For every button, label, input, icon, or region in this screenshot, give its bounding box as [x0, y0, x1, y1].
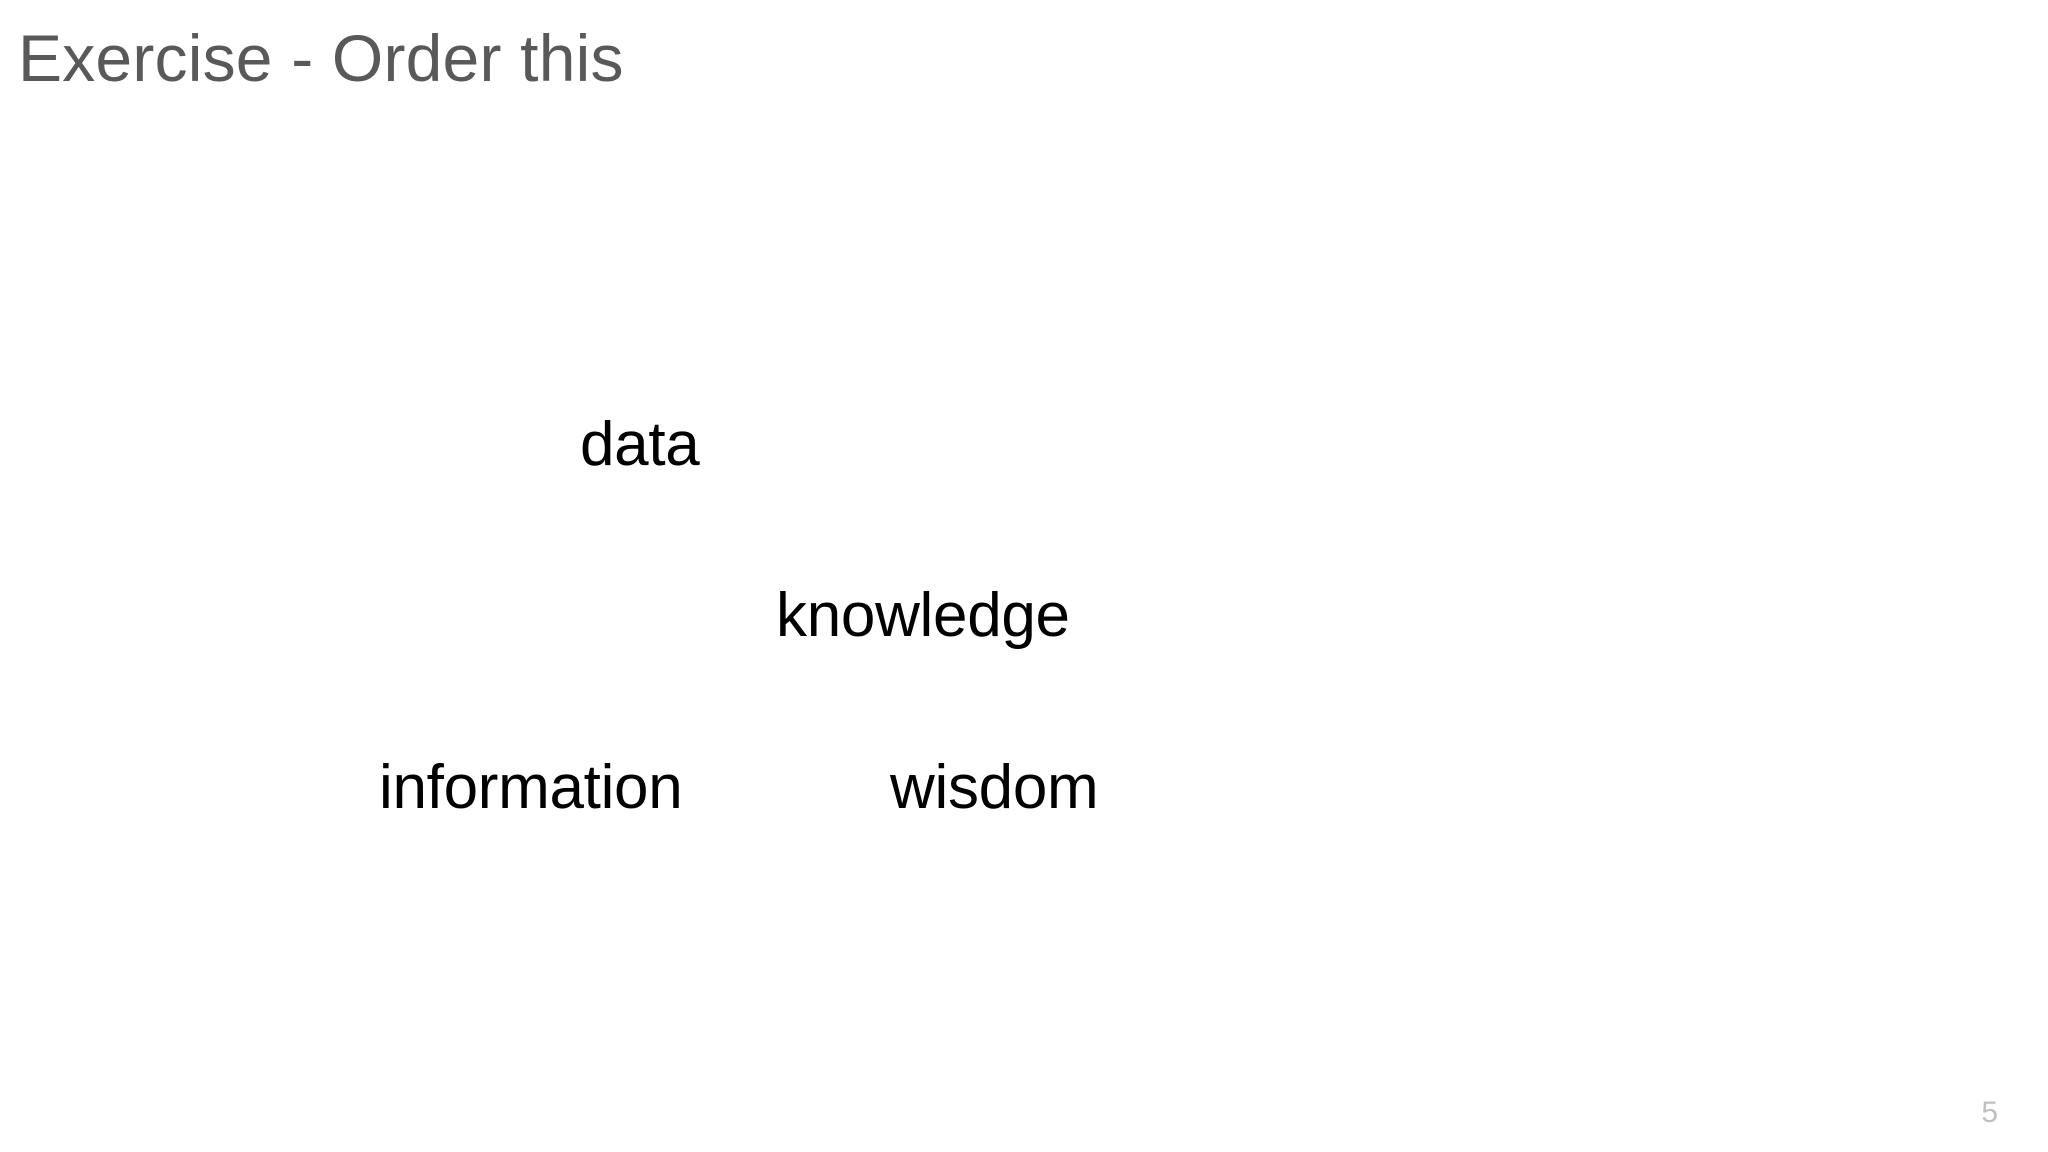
word-information[interactable]: information — [379, 753, 683, 822]
page-title: Exercise - Order this — [18, 21, 624, 95]
word-data[interactable]: data — [580, 410, 700, 479]
page-number: 5 — [1981, 1096, 1998, 1129]
word-knowledge[interactable]: knowledge — [776, 581, 1070, 650]
word-wisdom[interactable]: wisdom — [890, 753, 1099, 822]
